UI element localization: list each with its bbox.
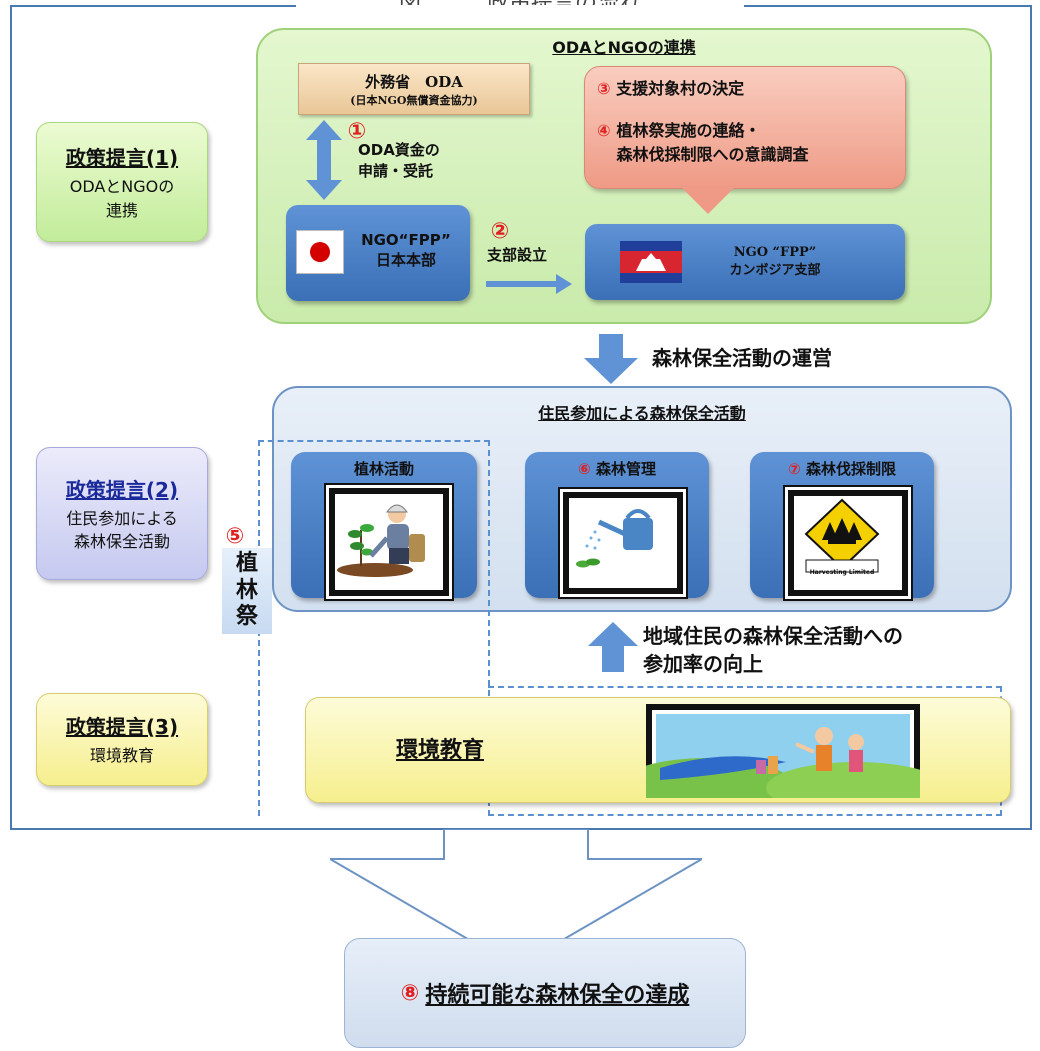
step-4-label: 植林祭実施の連絡・ 森林伐採制限への意識調査 [616,121,809,164]
section-forest-header: 住民参加による森林保全活動 [538,404,746,423]
activity-planting-title: 植林活動 [353,460,414,478]
harvest-sign-icon [794,496,890,578]
step-8-number: ⑧ [400,980,420,1006]
activity-limit-title-row: ⑦ 森林伐採制限 [750,458,934,479]
activity-management-title-row: ⑥ 森林管理 [525,458,709,479]
big-down-arrow-icon [330,829,702,969]
japan-flag-sun [310,242,330,262]
step-3-row: ③ 支援対象村の決定 [597,77,744,101]
step-7-number: ⑦ [788,460,801,478]
ngo-japan-label: NGO“FPP” 日本本部 [361,230,451,269]
frame-top-left-line [10,5,296,7]
step-5-number: ⑤ [225,523,245,549]
activity-logging-limit-box: ⑦ 森林伐採制限 Harvesting Limited [750,452,934,599]
step-3-number: ③ [597,79,611,98]
policy-3-body: 環境教育 [89,746,154,766]
ngo-cambodia-label: NGO “FPP” カンボジア支部 [729,245,821,278]
step-2-label: 支部設立 [487,246,548,264]
limit-picture [785,487,911,599]
step-1-number: ① [347,118,367,144]
goal-box: ⑧ 持続可能な森林保全の達成 [344,938,746,1048]
tree-planting-icon [335,494,431,578]
step-1-label: ODA資金の 申請・受託 [358,141,440,180]
mofa-oda-box: 外務省 ODA (日本NGO無償資金協力) [298,63,530,115]
policy-2-body: 住民参加による 森林保全活動 [66,508,178,551]
step-3-label: 支援対象村の決定 [616,79,745,98]
participation-label: 地域住民の森林保全活動への 参加率の向上 [643,624,903,676]
forest-operations-label: 森林保全活動の運営 [652,346,832,370]
policy-2-title: 政策提言(2) [65,477,179,502]
frame-top-right-line [744,5,1032,7]
bubble-tail [680,186,736,214]
goal-text: 持続可能な森林保全の達成 [425,983,690,1008]
tree-festival-label: 植 林 祭 [222,548,272,634]
right-arrow-icon [486,274,572,294]
cambodia-flag-icon [620,241,682,283]
activity-management-box: ⑥ 森林管理 [525,452,709,598]
policy-box-2: 政策提言(2) 住民参加による 森林保全活動 [36,447,208,580]
policy-1-title: 政策提言(1) [65,146,179,171]
step-6-number: ⑥ [578,460,591,478]
planting-picture [326,485,452,599]
watering-can-icon [569,498,665,576]
mofa-subtitle: (日本NGO無償資金協力) [350,93,478,107]
policy-3-title: 政策提言(3) [65,715,179,740]
harvest-sign-label: Harvesting Limited [809,569,875,576]
environment-education-picture [646,704,920,798]
decision-bubble: ③ 支援対象村の決定 ④ 植林祭実施の連絡・ 森林伐採制限への意識調査 [584,66,906,189]
step-4-number: ④ [597,121,611,140]
activity-management-title: 森林管理 [595,460,656,478]
section-oda-header: ODAとNGOの連携 [552,38,696,57]
mofa-title: 外務省 ODA [365,72,463,91]
up-arrow-icon [588,622,638,672]
policy-box-3: 政策提言(3) 環境教育 [36,693,208,786]
activity-limit-title: 森林伐採制限 [805,460,896,478]
activity-planting-box: 植林活動 [291,452,477,599]
environment-education-title: 環境教育 [395,738,484,763]
step-4-row: ④ 植林祭実施の連絡・ 森林伐採制限への意識調査 [597,119,809,167]
policy-1-body: ODAとNGOの 連携 [69,177,175,220]
policy-box-1: 政策提言(1) ODAとNGOの 連携 [36,122,208,242]
step-2-number: ② [490,218,510,244]
management-picture [560,489,686,597]
double-arrow-icon [306,120,342,200]
down-arrow-icon [584,334,638,384]
